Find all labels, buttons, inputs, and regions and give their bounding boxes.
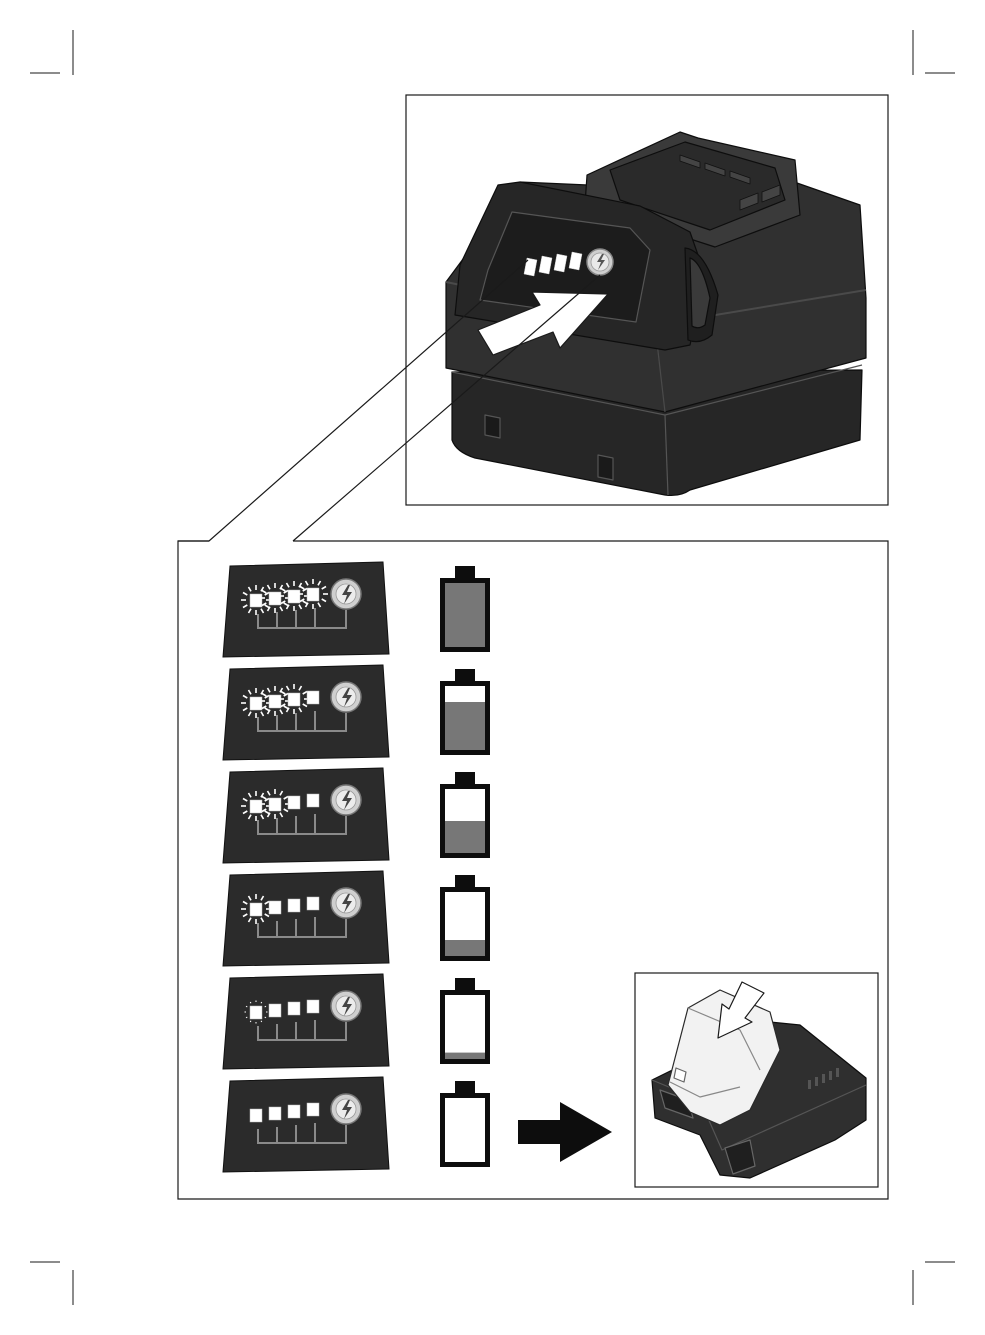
legend-row <box>223 665 490 760</box>
charge-button-icon <box>587 249 613 275</box>
led-panel-icon <box>223 665 389 760</box>
battery-level-icon <box>440 978 490 1064</box>
lightning-bolt-icon <box>331 991 361 1021</box>
led-panel-icon <box>223 1077 389 1172</box>
led-panel-icon <box>223 768 389 863</box>
battery-level-icon <box>440 566 490 652</box>
battery-level-icon <box>440 875 490 961</box>
legend-row <box>223 768 490 863</box>
legend-row <box>223 974 490 1069</box>
legend-row <box>223 871 490 966</box>
legend-row <box>223 562 490 657</box>
legend-row <box>223 1077 490 1172</box>
lightning-bolt-icon <box>331 785 361 815</box>
lightning-bolt-icon <box>331 888 361 918</box>
battery-pack-image <box>446 132 866 495</box>
battery-pack-figure <box>406 95 888 505</box>
led-panel-icon <box>223 562 389 657</box>
lightning-bolt-icon <box>331 682 361 712</box>
battery-level-icon <box>440 1081 490 1167</box>
led-panel-icon <box>223 974 389 1069</box>
charger-inset <box>635 973 878 1187</box>
next-step-arrow-icon <box>518 1102 612 1162</box>
lightning-bolt-icon <box>331 1094 361 1124</box>
battery-level-icon <box>440 772 490 858</box>
led-panel-icon <box>223 871 389 966</box>
lightning-bolt-icon <box>331 579 361 609</box>
battery-level-icon <box>440 669 490 755</box>
